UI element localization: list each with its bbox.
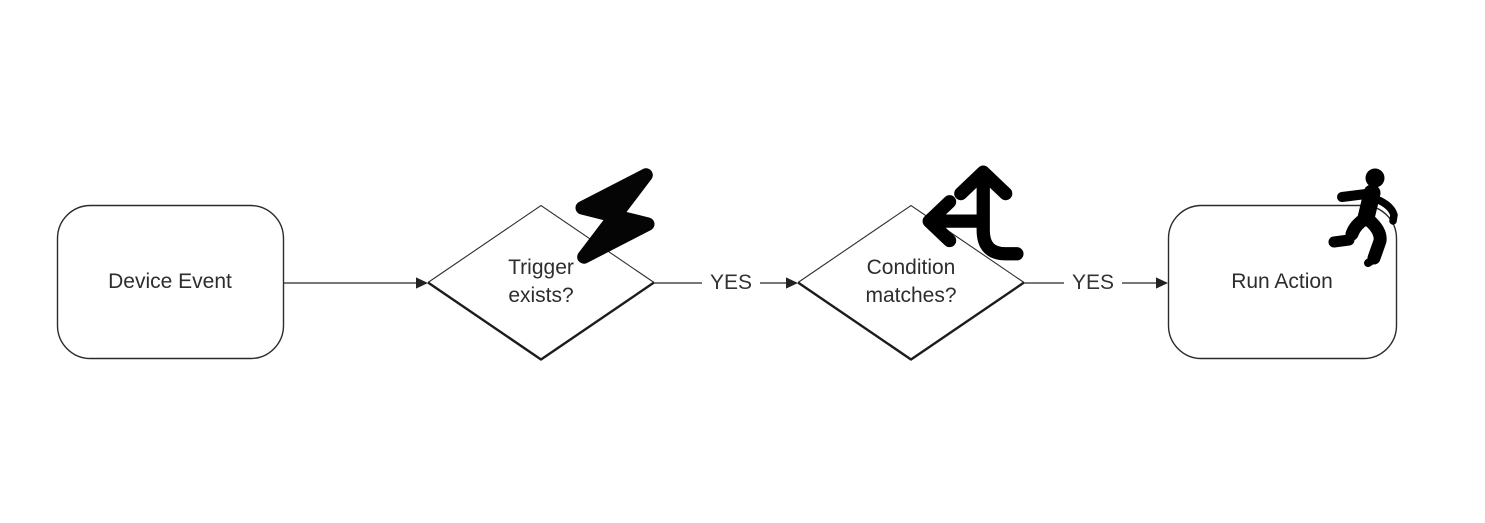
runner-rear-foot — [1364, 255, 1378, 267]
arrowhead-icon — [1156, 277, 1168, 289]
person-running-icon — [1328, 168, 1398, 267]
arrowhead-icon — [416, 277, 428, 289]
split-icon-up-arrowhead — [954, 165, 1013, 201]
lightning-bolt-icon — [575, 168, 655, 264]
runner-rear-arm — [1372, 195, 1398, 225]
arrows-split-up-left-icon — [922, 165, 1024, 261]
label-line-1: Condition — [866, 256, 956, 279]
runner-front-arm — [1337, 189, 1371, 202]
label-line-2: exists? — [508, 284, 574, 307]
edge-condition-to-action — [1024, 277, 1168, 289]
runner-front-shoe — [1328, 234, 1355, 248]
label-line-2: matches? — [865, 284, 957, 307]
edge-label-yes-condition: YES — [1064, 266, 1122, 299]
runner-rear-leg — [1362, 213, 1387, 265]
diamond-top-edges — [797, 204, 1025, 283]
edge-trigger-to-condition — [654, 277, 798, 289]
edge-device-to-trigger — [284, 277, 428, 289]
label-line-1: Trigger — [508, 256, 574, 279]
node-label-device-event: Device Event — [108, 269, 232, 293]
node-label-run-action: Run Action — [1231, 269, 1333, 293]
node-label-condition-matches: Condition matches? — [798, 205, 1024, 359]
diamond-top-edges — [427, 204, 655, 283]
diamond-bottom-edges — [797, 281, 1025, 361]
diamond-bottom-edges — [427, 281, 655, 361]
node-shape-device-event — [56, 204, 285, 360]
split-icon-main-shaft — [976, 172, 1024, 261]
arrowhead-icon — [786, 277, 798, 289]
runner-head — [1365, 168, 1385, 188]
node-shape-condition-matches — [797, 204, 1025, 361]
node-label-trigger-exists: Trigger exists? — [428, 205, 654, 359]
split-icon-left-arrowhead — [922, 195, 957, 248]
edge-label-yes-trigger: YES — [702, 266, 760, 299]
